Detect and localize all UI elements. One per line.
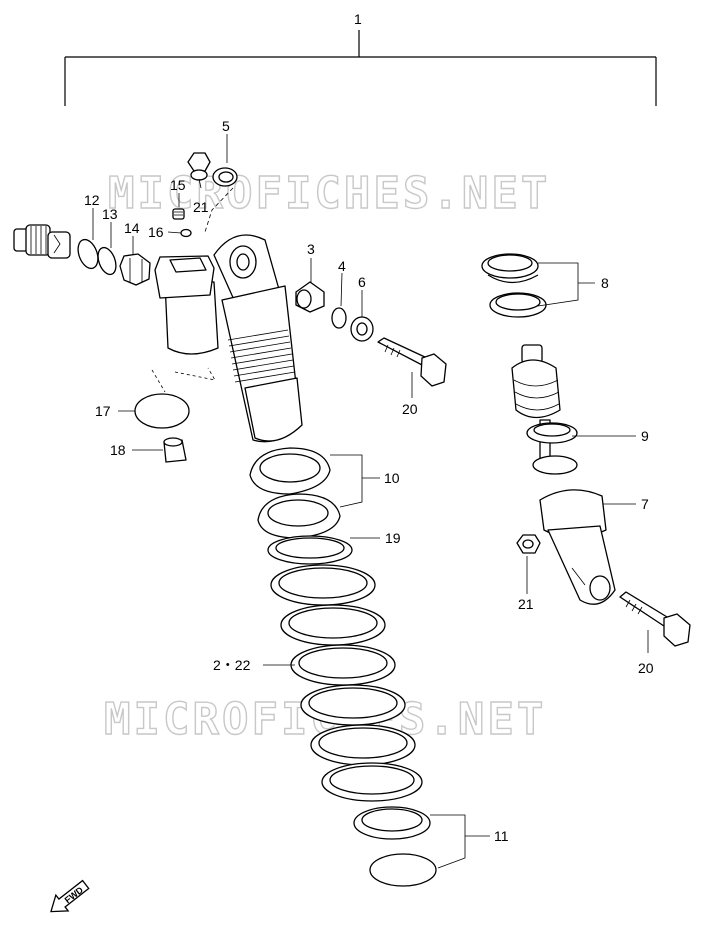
callout-15: 15: [170, 177, 186, 193]
callout-6: 6: [358, 274, 366, 290]
part-9-washer: [526, 422, 578, 444]
callout-7: 7: [641, 496, 649, 512]
fwd-arrow-icon: FWD: [50, 879, 90, 913]
callout-11: 11: [494, 828, 509, 844]
shock-body: [213, 234, 303, 443]
callout-19: 19: [385, 530, 401, 546]
part-15-valve: [172, 208, 185, 220]
callout-16: 16: [148, 224, 164, 240]
part-7-lower-mount: [532, 455, 616, 605]
rod-with-bump: [511, 344, 561, 471]
reservoir-adjuster: [13, 224, 71, 259]
part-16-washer: [180, 228, 192, 238]
callout-9: 9: [641, 428, 649, 444]
callout-18: 18: [110, 442, 126, 458]
callout-13: 13: [102, 206, 118, 222]
callout-21-top: 21: [193, 199, 209, 215]
callout-2-22: 2・22: [213, 657, 251, 673]
callout-20-top: 20: [402, 401, 418, 417]
part-14-nut: [119, 253, 151, 286]
leader-lines: [92, 134, 649, 869]
part-13-o-ring: [97, 246, 117, 276]
callout-17: 17: [95, 403, 111, 419]
callout-8: 8: [601, 275, 609, 291]
callout-10: 10: [384, 470, 400, 486]
part-3-bearing: [295, 281, 325, 313]
callout-12: 12: [84, 192, 100, 208]
callout-5: 5: [222, 118, 230, 134]
callout-14: 14: [124, 220, 140, 236]
part-8-bump: [481, 253, 547, 318]
callout-4: 4: [338, 258, 346, 274]
reservoir-body: [154, 255, 219, 355]
part-5-bush: [212, 167, 238, 187]
part-6-spacer: [350, 316, 374, 342]
part-17-label: [134, 367, 216, 429]
part-19-seat: [267, 535, 353, 565]
dashed-guide-top: [204, 187, 234, 233]
part-4-ring: [331, 307, 347, 329]
callout-21-lower: 21: [518, 596, 534, 612]
part-11-stopper: [353, 806, 437, 887]
part-12-o-ring: [77, 238, 99, 270]
part-20-bolt-lower: [619, 591, 691, 647]
part-2-22-spring: [270, 564, 423, 802]
callout-1: 1: [354, 11, 362, 27]
callout-3: 3: [307, 241, 315, 257]
part-10-nuts: [249, 447, 341, 539]
assembly-bracket: [64, 30, 657, 106]
part-21-nut-lower: [516, 534, 541, 554]
callout-20-lower: 20: [638, 660, 654, 676]
part-20-bolt-top: [377, 337, 447, 387]
part-21-nut-top: [187, 152, 211, 181]
part-18-cap: [163, 437, 187, 463]
